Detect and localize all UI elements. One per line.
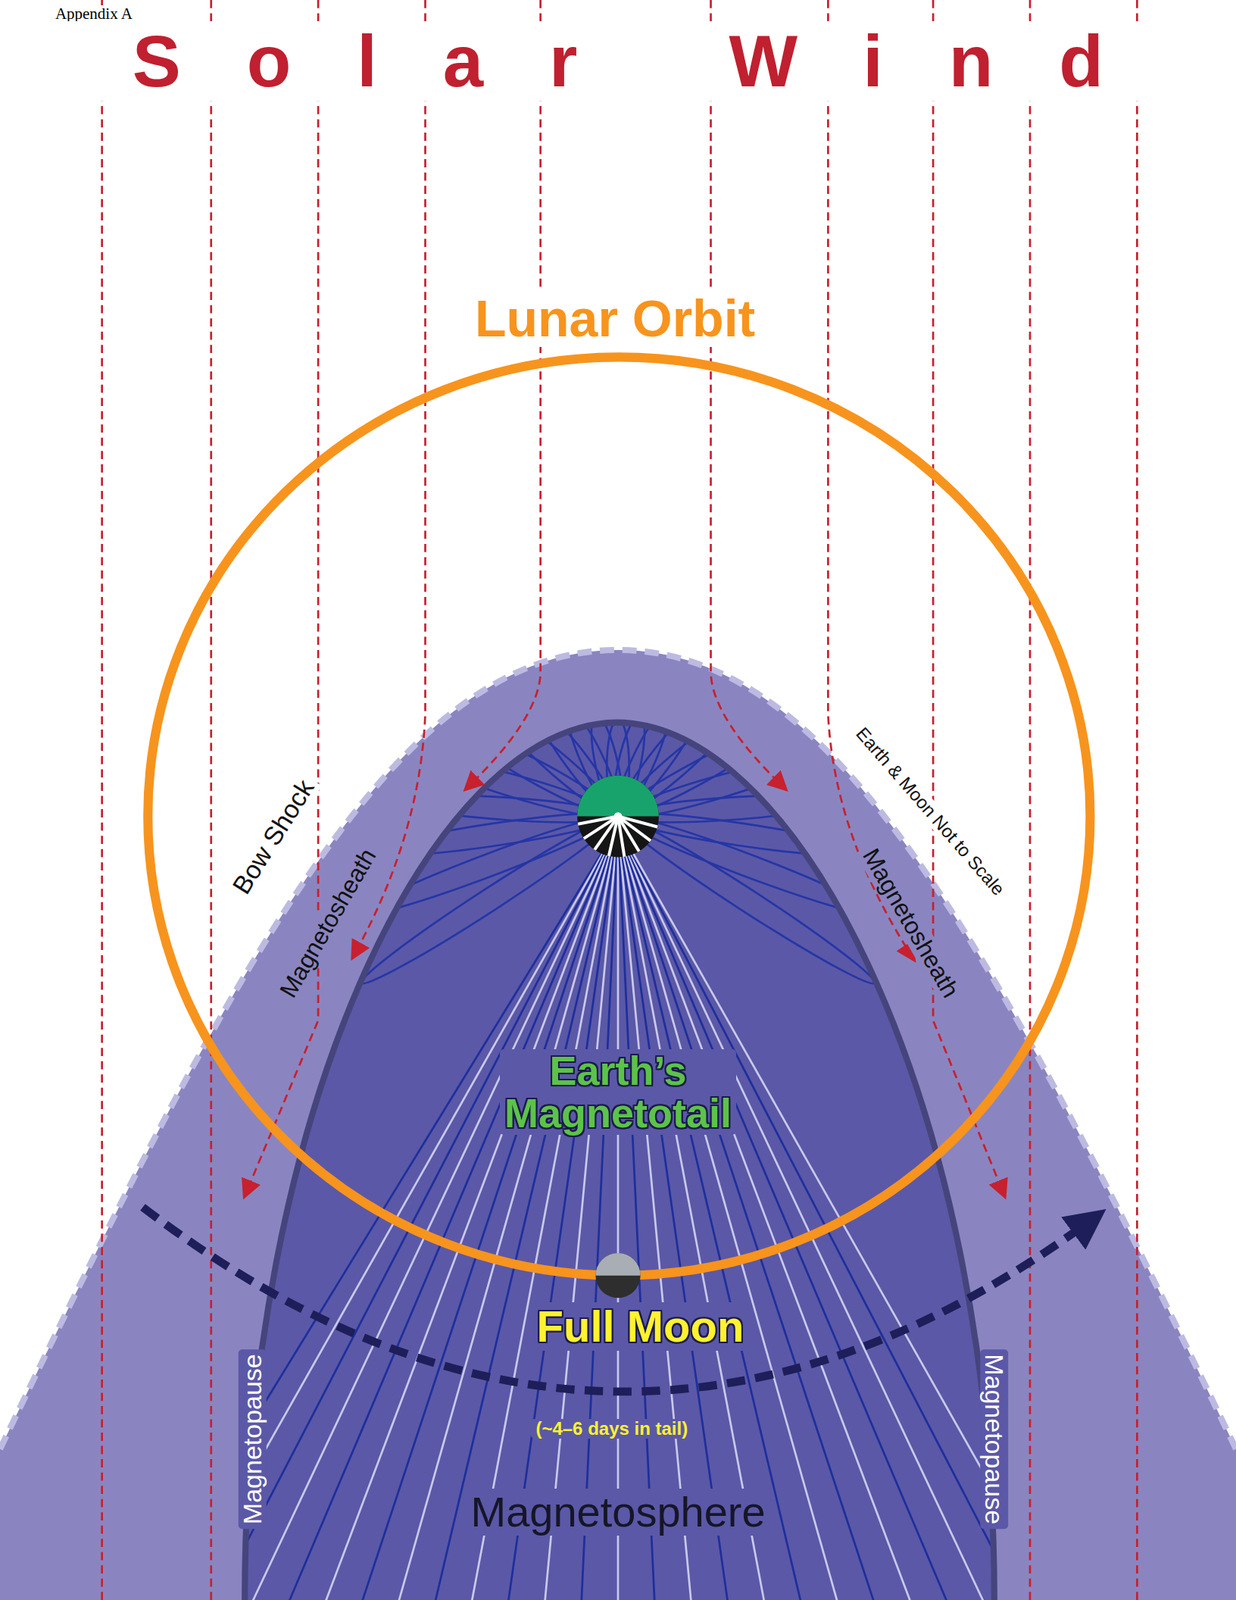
earth-wedge bbox=[577, 816, 618, 824]
earth-center bbox=[614, 811, 623, 821]
solar-wind-arrow bbox=[711, 0, 786, 789]
magnetosphere-region bbox=[244, 722, 995, 1600]
moon-symbol bbox=[595, 1252, 640, 1298]
earth-wedge bbox=[618, 816, 625, 857]
moon-path-arrow bbox=[143, 1206, 1097, 1391]
earth-disc bbox=[577, 775, 659, 858]
solar-wind-lines bbox=[102, 0, 1138, 1600]
field-line bbox=[403, 826, 618, 1600]
field-line bbox=[532, 826, 618, 1600]
magnetopause-label: Magnetopause bbox=[238, 1348, 267, 1529]
magnetosheath-label: Magnetosheath bbox=[855, 840, 967, 1007]
field-line bbox=[318, 826, 618, 1600]
field-line bbox=[618, 826, 1004, 1600]
appendix-label: Appendix A bbox=[50, 5, 138, 23]
field-lines bbox=[61, 704, 1133, 1600]
earth-wedges bbox=[577, 816, 658, 857]
field-line bbox=[361, 826, 618, 1600]
solar-wind-arrow bbox=[933, 0, 1005, 1196]
solar-wind-line bbox=[209, 0, 213, 1600]
earth-symbol bbox=[577, 775, 659, 858]
solar-wind-arrow bbox=[465, 0, 540, 789]
field-line bbox=[618, 826, 918, 1600]
solar-wind-arrow bbox=[827, 0, 914, 959]
field-line bbox=[618, 826, 1133, 1600]
solar-wind-arrow bbox=[244, 0, 319, 1196]
full-moon-label: Full Moon bbox=[532, 1301, 750, 1351]
solar-wind-arrow bbox=[352, 0, 426, 957]
magnetopause-line bbox=[244, 722, 995, 1600]
field-line bbox=[189, 826, 618, 1600]
solar-wind-line bbox=[1136, 0, 1139, 1600]
lunar-orbit bbox=[147, 356, 1090, 1275]
earth-wedge bbox=[618, 816, 651, 841]
moon-lit-side bbox=[595, 1252, 640, 1276]
field-line bbox=[103, 826, 618, 1600]
lunar-orbit-label: Lunar Orbit bbox=[470, 290, 760, 347]
field-line bbox=[574, 826, 618, 1600]
magnetosphere-label: Magnetosphere bbox=[466, 1488, 771, 1536]
field-line bbox=[617, 826, 620, 1600]
magnetopause-label: Magnetopause bbox=[980, 1348, 1009, 1529]
solar-wind-heading: Solar Wind bbox=[62, 21, 1174, 102]
solar-wind-line bbox=[100, 0, 103, 1600]
field-line bbox=[232, 826, 618, 1600]
bow-shock-label: Bow Shock bbox=[224, 770, 322, 903]
field-line bbox=[489, 826, 618, 1600]
earth-day-side bbox=[577, 775, 659, 817]
magnetotail-label: Earth’s Magnetotail bbox=[499, 1048, 737, 1135]
field-line bbox=[446, 826, 618, 1600]
solar-wind-line bbox=[1029, 0, 1032, 1600]
moon-disc bbox=[595, 1252, 640, 1298]
duration-note: (~4–6 days in tail) bbox=[530, 1418, 693, 1439]
field-line bbox=[618, 826, 1047, 1600]
magnetosheath-label: Magnetosheath bbox=[272, 840, 384, 1007]
